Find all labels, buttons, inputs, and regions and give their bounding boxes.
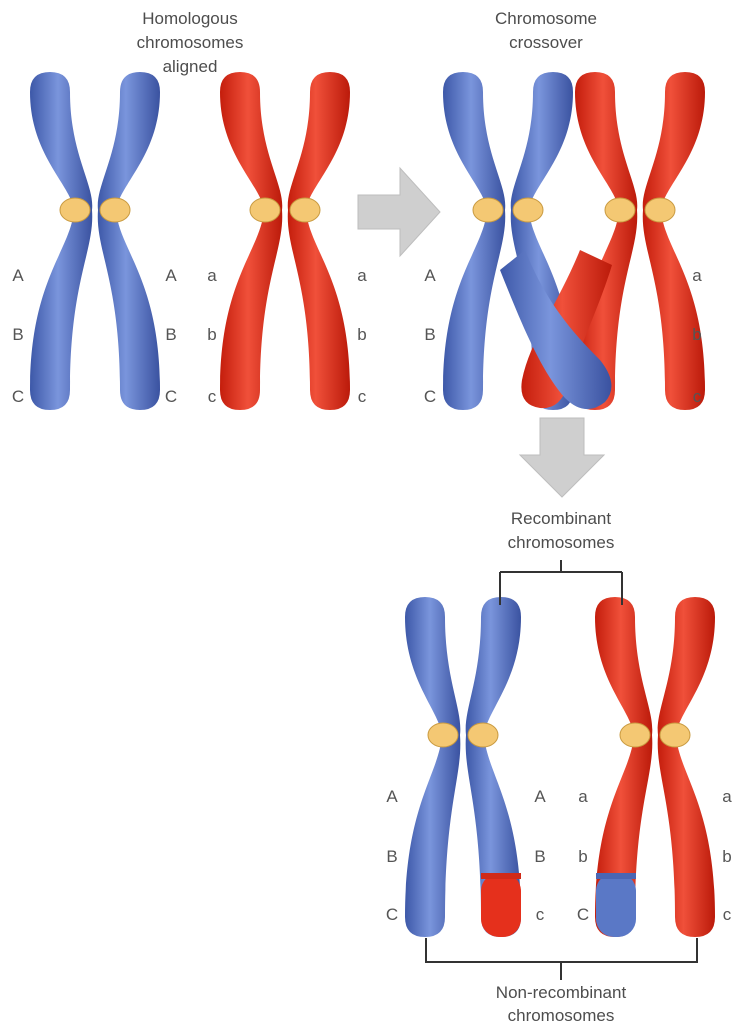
caption-homologous-line-2: chromosomes: [137, 33, 244, 52]
gene-label-c: c: [208, 387, 217, 406]
blue-chromosome-crossover-centromere-right: [513, 198, 543, 222]
non-recombinant-bracket: [426, 938, 697, 980]
caption-recombinant-line-2: chromosomes: [508, 533, 615, 552]
recombinant-blue-chromosome-centromere-right: [468, 723, 498, 747]
recombinant-red-chromosome-chromatid-right: [658, 597, 715, 937]
swapped-red-segment: [481, 873, 521, 937]
red-chromosome-crossover-chromatid-right: [643, 72, 705, 410]
block-arrow-down-icon: [520, 418, 604, 497]
red-chromosome-centromere-right: [290, 198, 320, 222]
gene-label-b: b: [207, 325, 216, 344]
gene-label-B: B: [424, 325, 435, 344]
gene-label-c: c: [358, 387, 367, 406]
gene-label-C: C: [165, 387, 177, 406]
red-chromosome-chromatid-left: [220, 72, 282, 410]
gene-label-c: c: [723, 905, 732, 924]
gene-label-A: A: [424, 266, 436, 285]
block-arrow-right-icon: [358, 168, 440, 256]
caption-homologous-line-1: Homologous: [142, 9, 237, 28]
caption-crossover-line-2: crossover: [509, 33, 583, 52]
swapped-red-segment-edge: [481, 873, 521, 879]
gene-label-A: A: [165, 266, 177, 285]
blue-chromosome-crossover-chromatid-left: [443, 72, 505, 410]
recombinant-bracket: [500, 560, 622, 605]
gene-label-B: B: [12, 325, 23, 344]
gene-label-B: B: [165, 325, 176, 344]
gene-label-c: c: [693, 387, 702, 406]
caption-crossover-line-1: Chromosome: [495, 9, 597, 28]
recombinant-red-chromosome-centromere-left: [620, 723, 650, 747]
gene-label-b: b: [692, 325, 701, 344]
gene-label-a: a: [578, 787, 588, 806]
swapped-blue-segment-edge: [596, 873, 636, 879]
gene-label-a: a: [357, 266, 367, 285]
gene-label-C: C: [424, 387, 436, 406]
gene-label-A: A: [12, 266, 24, 285]
gene-label-C: C: [577, 905, 589, 924]
blue-chromosome-centromere-left: [60, 198, 90, 222]
gene-label-b: b: [578, 847, 587, 866]
gene-label-A: A: [534, 787, 546, 806]
blue-chromosome-crossover-centromere-left: [473, 198, 503, 222]
gene-label-a: a: [722, 787, 732, 806]
gene-label-c: c: [536, 905, 545, 924]
red-chromosome: [220, 72, 350, 410]
caption-non-recombinant-line-1: Non-recombinant: [496, 983, 627, 1002]
gene-label-C: C: [12, 387, 24, 406]
red-chromosome-crossover-centromere-left: [605, 198, 635, 222]
caption-homologous-line-3: aligned: [163, 57, 218, 76]
swapped-blue-segment: [596, 873, 636, 937]
gene-label-B: B: [386, 847, 397, 866]
red-chromosome-chromatid-right: [288, 72, 350, 410]
gene-label-b: b: [722, 847, 731, 866]
gene-label-a: a: [207, 266, 217, 285]
recombinant-red-chromosome-centromere-right: [660, 723, 690, 747]
caption-recombinant-line-1: Recombinant: [511, 509, 611, 528]
recombinant-blue-chromosome-chromatid-left: [405, 597, 460, 937]
caption-non-recombinant-line-2: chromosomes: [508, 1006, 615, 1025]
blue-chromosome-chromatid-left: [30, 72, 92, 410]
gene-label-A: A: [386, 787, 398, 806]
blue-chromosome: [30, 72, 160, 410]
gene-label-a: a: [692, 266, 702, 285]
red-chromosome-crossover-centromere-right: [645, 198, 675, 222]
red-chromosome-centromere-left: [250, 198, 280, 222]
blue-chromosome-chromatid-right: [98, 72, 160, 410]
gene-label-b: b: [357, 325, 366, 344]
gene-label-B: B: [534, 847, 545, 866]
blue-chromosome-centromere-right: [100, 198, 130, 222]
gene-label-C: C: [386, 905, 398, 924]
recombinant-blue-chromosome-centromere-left: [428, 723, 458, 747]
